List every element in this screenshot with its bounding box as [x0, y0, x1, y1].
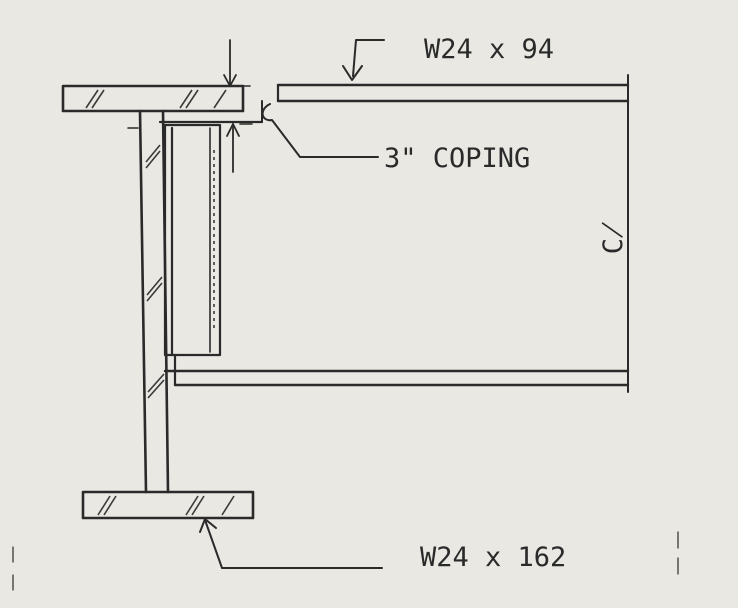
centerline-label: C̸ [598, 222, 629, 255]
connection-angle [163, 123, 222, 357]
girder-label: W24 x 162 [420, 542, 566, 573]
girder-top-flange [61, 84, 245, 113]
beam-leader [342, 39, 385, 81]
girder-section [61, 84, 255, 520]
beam-elevation [158, 74, 630, 393]
coping-leader [261, 103, 379, 158]
coping-label: 3" COPING [384, 143, 530, 174]
beam-label: W24 x 94 [424, 34, 554, 65]
girder-web-left [138, 109, 148, 494]
girder-bottom-flange [81, 490, 255, 520]
girder-leader [199, 518, 383, 569]
coping-dimension [223, 39, 253, 173]
centerline-symbol: C̸ [598, 222, 629, 255]
